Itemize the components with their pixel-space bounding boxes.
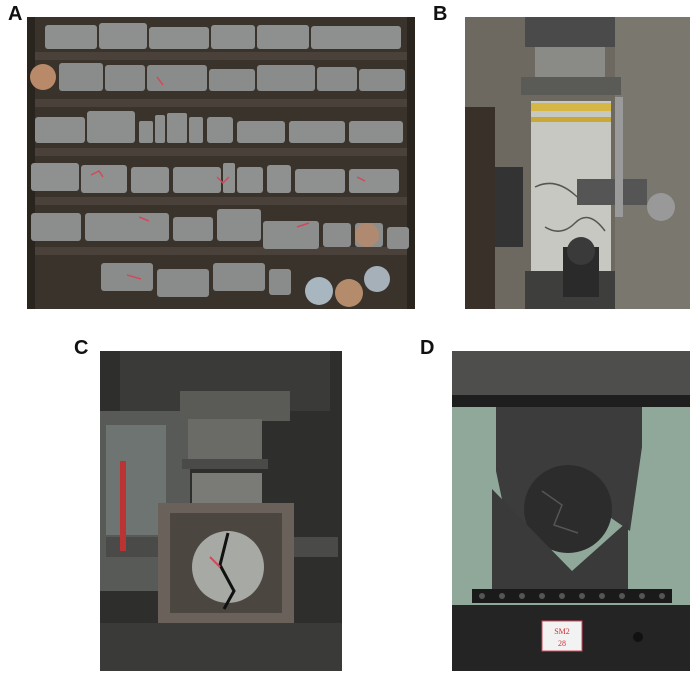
panel-label-d: D: [420, 337, 435, 359]
sample-tag-line1: SM2: [554, 627, 570, 636]
rock-core-box-photo: [27, 17, 415, 309]
variable-angle-shear-photo: SM2 28: [452, 351, 690, 671]
sample-tag-line2: 28: [558, 639, 566, 648]
brazilian-test-photo: [100, 351, 342, 671]
panel-label-b: B: [433, 3, 448, 25]
panel-label-a: A: [8, 3, 23, 25]
uniaxial-compression-photo: [465, 17, 690, 309]
panel-label-c: C: [74, 337, 89, 359]
